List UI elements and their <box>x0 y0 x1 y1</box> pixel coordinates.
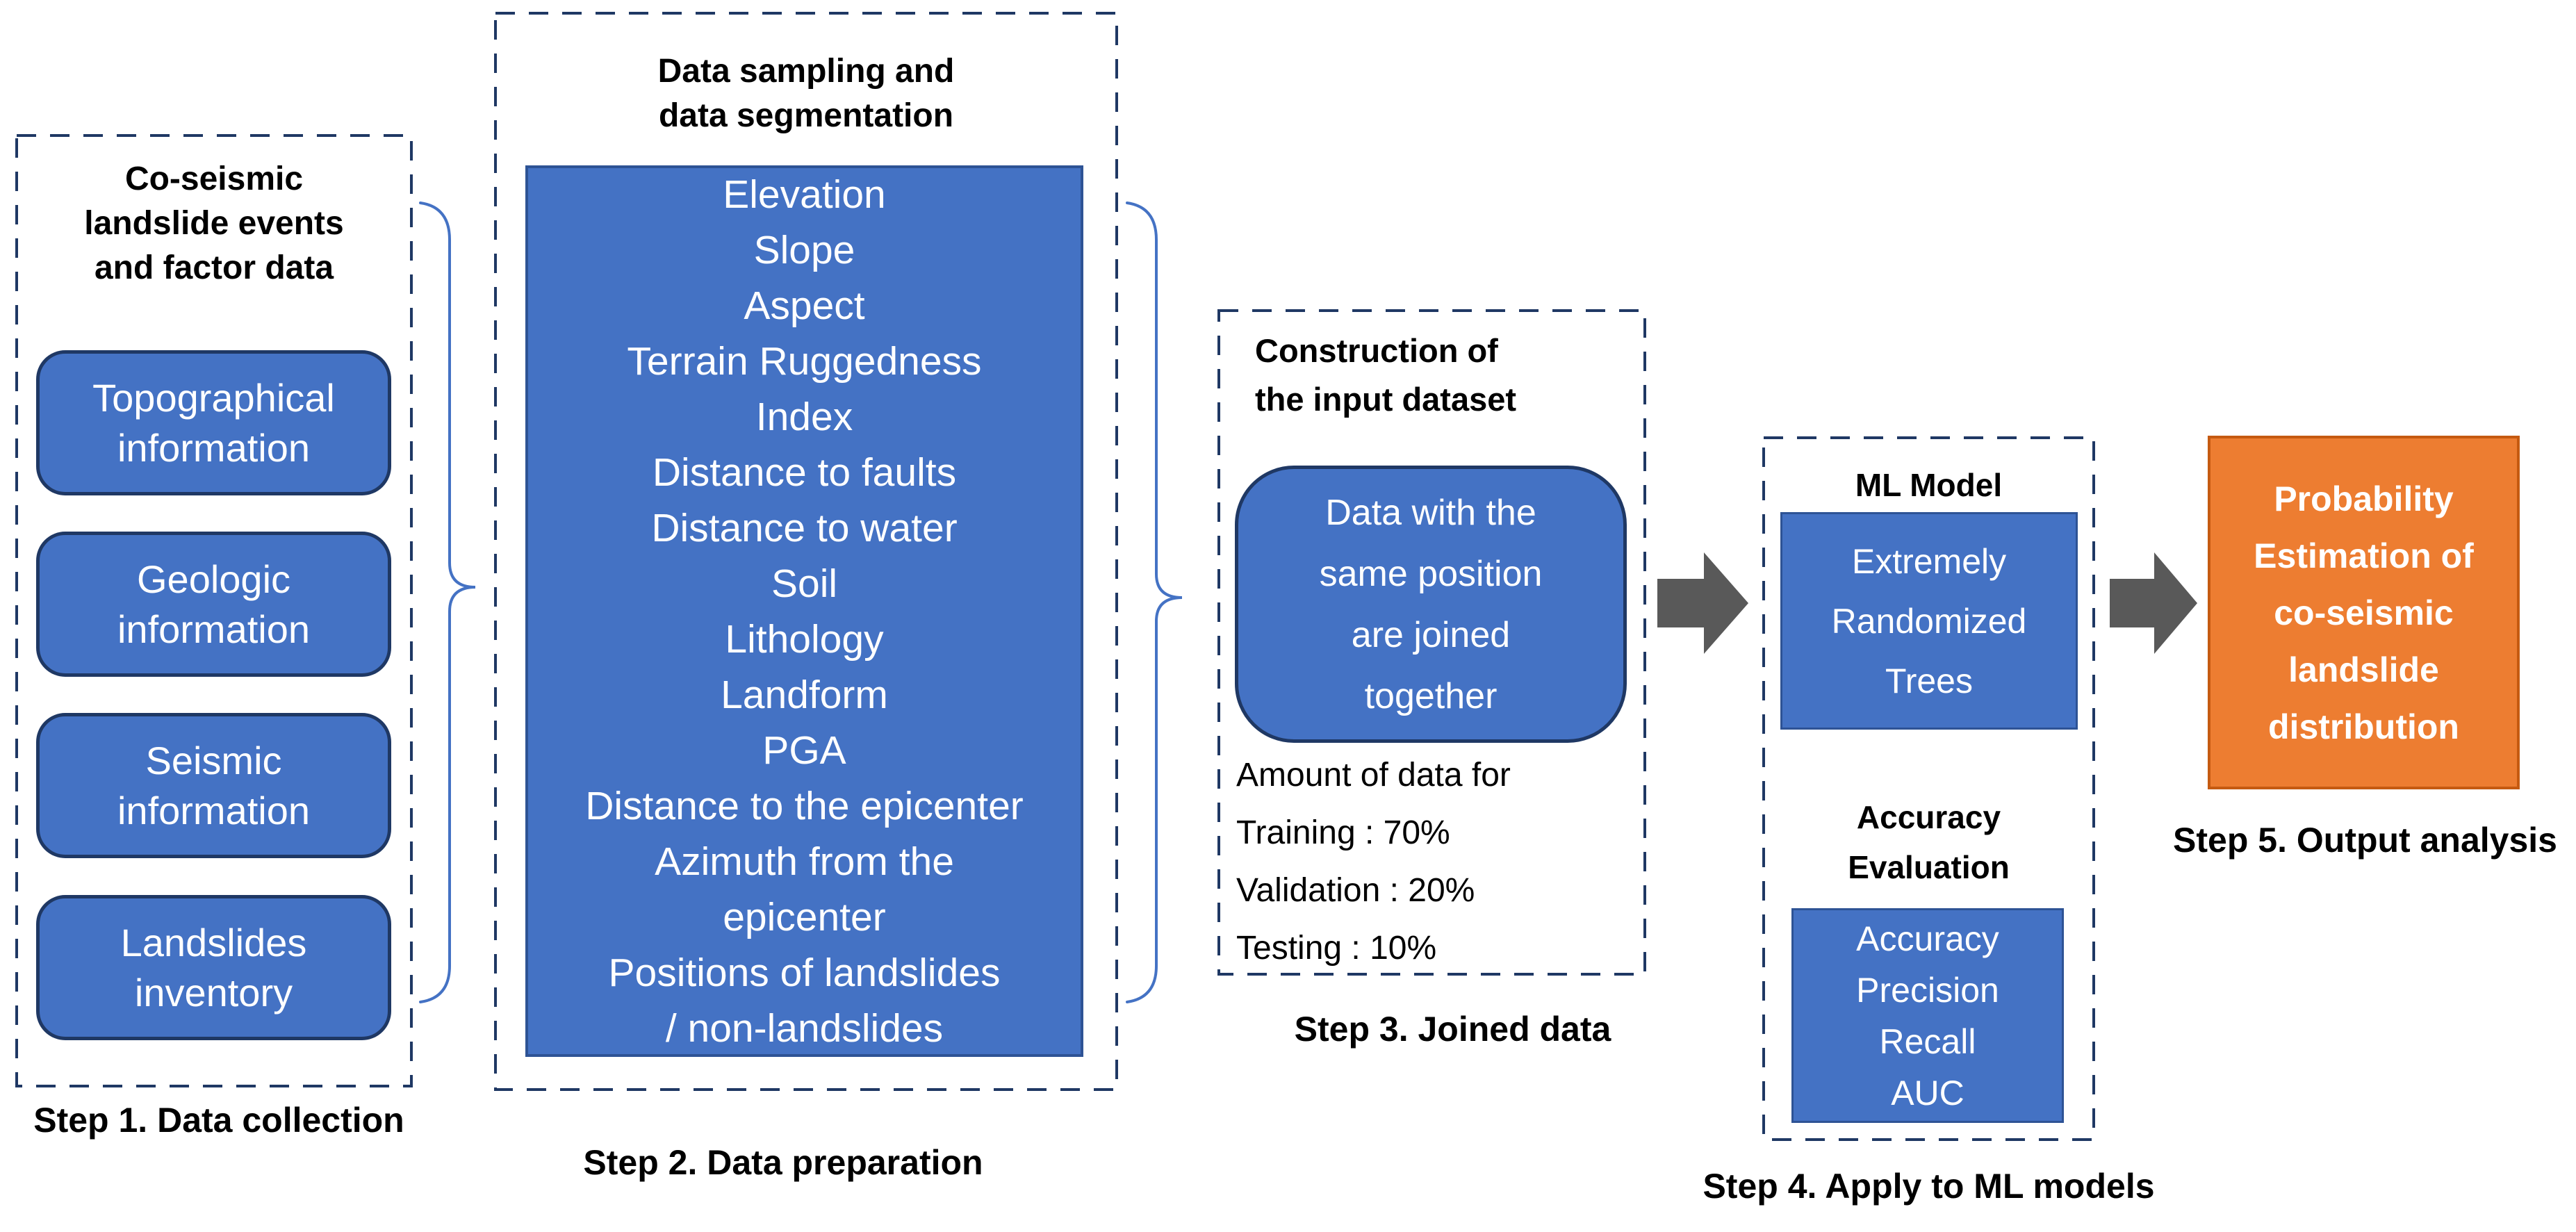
step5-caption: Step 5. Output analysis <box>2173 821 2557 860</box>
step4-caption: Step 4. Apply to ML models <box>1703 1167 2155 1206</box>
step4-dashed-frame <box>1762 436 2095 1141</box>
step3-dashed-frame <box>1217 309 1646 976</box>
step4-accuracy-evaluation-title: Accuracy Evaluation <box>1848 799 2010 885</box>
step4-extremely-randomized-trees-box: Extremely Randomized Trees <box>1780 512 2078 730</box>
step1-box-landslides-inventory: Landslides inventory <box>36 895 391 1040</box>
step2-dashed-frame <box>494 12 1118 1091</box>
step2-factors-box: Elevation Slope Aspect Terrain Ruggednes… <box>525 165 1083 1057</box>
step2-title: Data sampling and data segmentation <box>657 53 955 134</box>
step3-caption: Step 3. Joined data <box>1294 1010 1611 1049</box>
step3-joined-data-box: Data with the same position are joined t… <box>1235 466 1627 743</box>
step5-probability-estimation-box: Probability Estimation of co-seismic lan… <box>2208 436 2520 789</box>
brace-step1-to-step2-icon <box>419 202 476 1003</box>
step4-metrics-box: Accuracy Precision Recall AUC <box>1791 908 2064 1123</box>
step1-dashed-frame <box>15 134 413 1087</box>
flow-arrow-step4-to-step5-icon <box>2110 552 2197 654</box>
brace-step2-to-step3-icon <box>1126 202 1183 1003</box>
step1-title: Co-seismic landslide events and factor d… <box>84 161 344 286</box>
step2-caption: Step 2. Data preparation <box>583 1143 983 1182</box>
step3-data-split-text: Amount of data for Training : 70% Valida… <box>1236 757 1511 967</box>
step1-box-topographical-information: Topographical information <box>36 350 391 495</box>
flow-arrow-step3-to-step4-icon <box>1657 552 1748 654</box>
step1-caption: Step 1. Data collection <box>33 1101 404 1140</box>
step1-box-seismic-information: Seismic information <box>36 713 391 858</box>
step3-title: Construction of the input dataset <box>1255 332 1517 418</box>
step1-box-geologic-information: Geologic information <box>36 532 391 677</box>
step4-ml-model-title: ML Model <box>1855 467 2003 503</box>
